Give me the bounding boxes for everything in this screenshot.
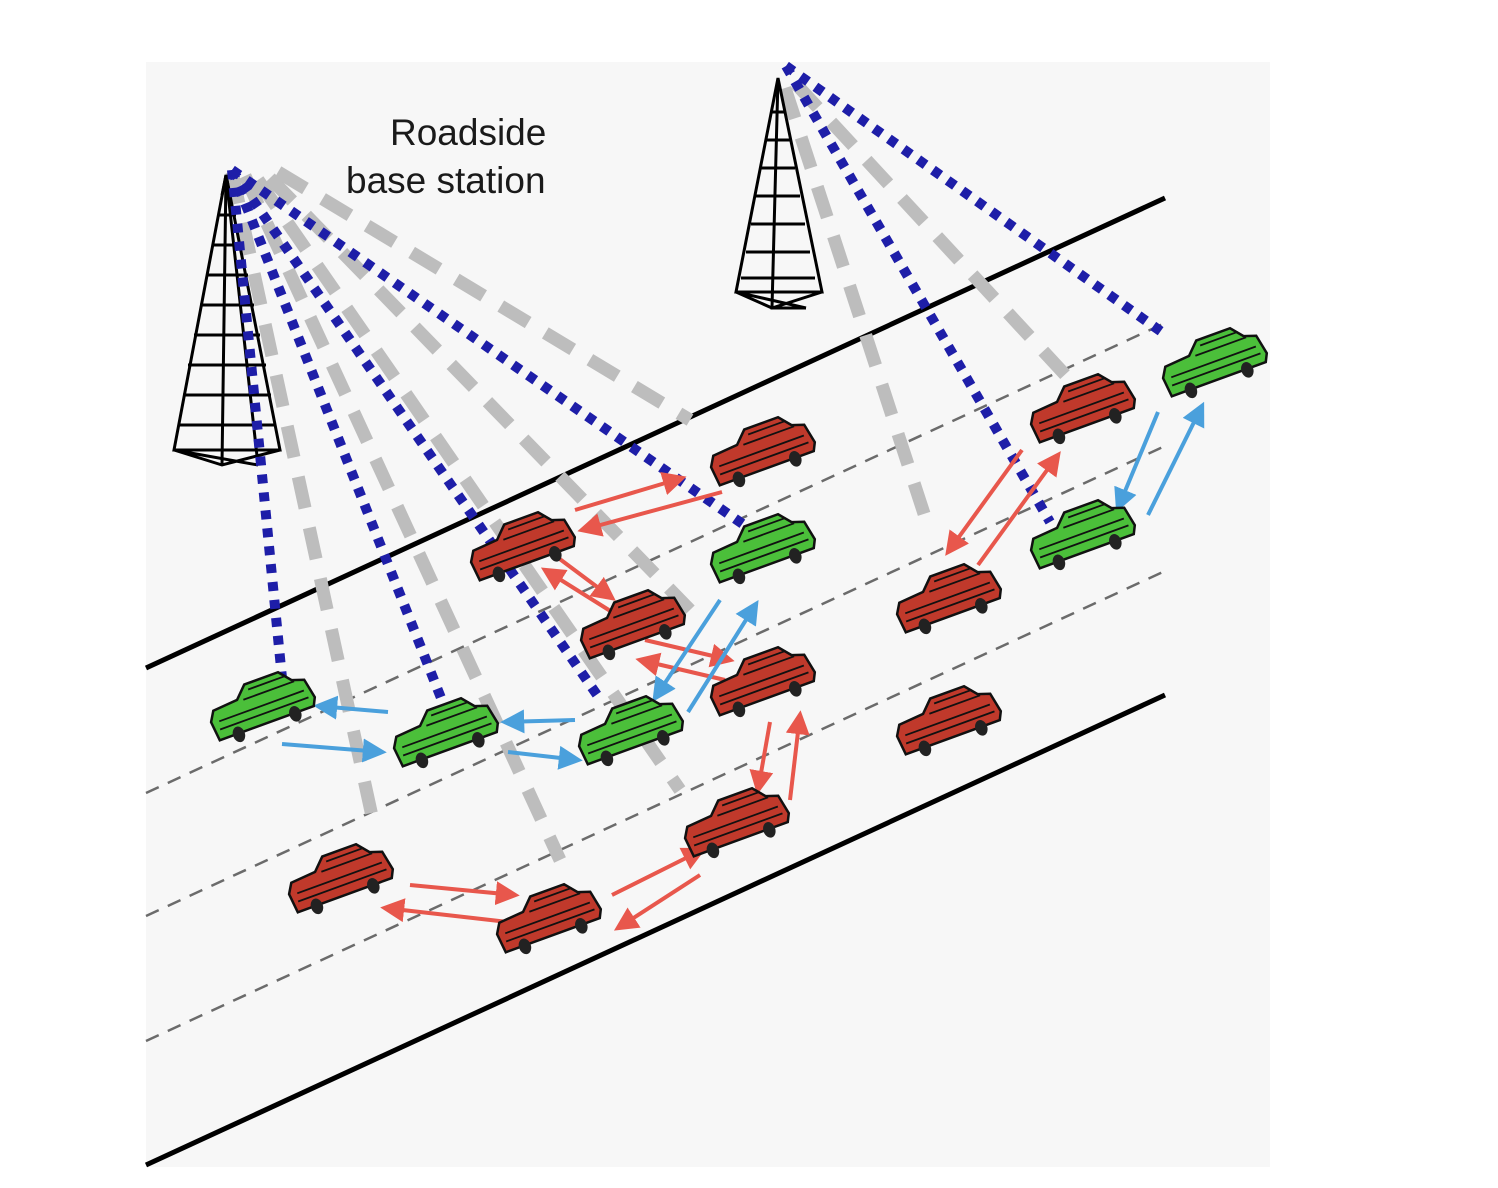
v2v-arrow [500, 709, 576, 734]
v2v-arrow [577, 490, 723, 537]
v2v-arrow [281, 738, 387, 763]
car-icon [709, 512, 817, 585]
blue-link [781, 63, 1055, 525]
v2v-arrow [1114, 411, 1160, 513]
v2v-arrow [1146, 401, 1205, 516]
v2v-arrow [574, 472, 687, 512]
v2v-arrow [313, 695, 389, 720]
car-icon [709, 415, 817, 488]
road-edge-bottom [144, 692, 1167, 1168]
lane-marking [145, 569, 1166, 1043]
v2v-arrow [652, 598, 722, 703]
v2v-blue-arrows [281, 401, 1205, 770]
road-edge-top [144, 195, 1167, 671]
car-icon [579, 588, 687, 661]
v2v-arrow [380, 898, 509, 924]
base-station-blue-links [227, 61, 1169, 710]
blue-link [227, 167, 607, 705]
car-icon [209, 670, 317, 743]
tower-icon [734, 77, 824, 310]
v2v-arrow [409, 881, 520, 906]
blue-link [227, 169, 287, 679]
blue-link [783, 61, 1169, 340]
lane-marking [145, 321, 1166, 795]
gray-link [252, 176, 686, 794]
car-icon [495, 882, 603, 955]
car-icon [469, 510, 577, 583]
v2v-arrow [540, 567, 614, 614]
car-icon [392, 696, 500, 769]
gray-link [239, 173, 566, 863]
v2v-arrow [785, 710, 810, 801]
car-icon [1029, 372, 1137, 445]
v2v-arrow [611, 847, 707, 897]
car-icon [577, 694, 685, 767]
car-icon [287, 842, 395, 915]
car-icon [683, 786, 791, 859]
base-station-label: base station [346, 160, 546, 201]
v2v-arrow [686, 599, 759, 714]
vehicles [209, 326, 1269, 955]
car-icon [1161, 326, 1269, 399]
car-icon [895, 562, 1003, 635]
car-icon [895, 684, 1003, 757]
v2v-arrow [945, 448, 1024, 556]
gray-link [274, 166, 694, 426]
car-icon [1029, 498, 1137, 571]
gray-link [778, 85, 937, 535]
gray-link [791, 79, 1075, 385]
v2v-arrow [507, 745, 583, 770]
base-station-gray-links [225, 79, 1075, 863]
gray-link [225, 170, 382, 832]
v2v-arrow [613, 873, 702, 931]
v2v-arrow [749, 721, 774, 795]
v2v-arrow [976, 451, 1061, 567]
base-station-label: Roadside [390, 112, 546, 153]
car-icon [709, 645, 817, 718]
blue-link [227, 168, 450, 710]
